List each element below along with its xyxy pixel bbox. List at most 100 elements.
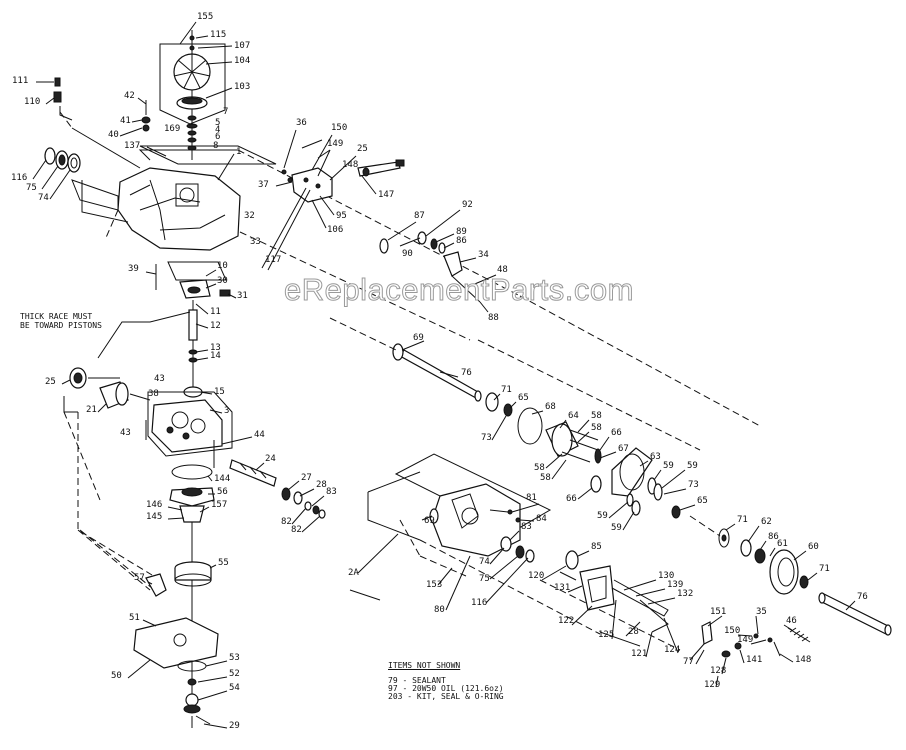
callout-131: 131: [554, 583, 570, 593]
callout-116: 116: [471, 598, 487, 608]
callout-76: 76: [857, 592, 868, 602]
callout-15: 15: [214, 387, 225, 397]
callout-13: 13: [210, 343, 221, 353]
callout-63: 63: [650, 452, 661, 462]
callout-66: 66: [566, 494, 577, 504]
thick-race-note-line: BE TOWARD PISTONS: [20, 321, 102, 330]
callout-64: 64: [568, 411, 579, 421]
callout-24: 24: [265, 454, 276, 464]
watermark-text: eReplacementParts.com: [284, 272, 634, 308]
callout-157: 157: [211, 500, 227, 510]
callout-86: 86: [456, 236, 467, 246]
callout-80: 80: [434, 605, 445, 615]
callout-6: 6: [215, 132, 220, 142]
callout-128: 128: [710, 666, 726, 676]
callout-65: 65: [518, 393, 529, 403]
callout-124: 124: [664, 645, 680, 655]
callout-10: 10: [217, 261, 228, 271]
dashed-guides-left: [63, 311, 191, 591]
long-shaft-upper: [329, 317, 482, 402]
callout-59: 59: [663, 461, 674, 471]
callout-58: 58: [591, 423, 602, 433]
callout-132: 132: [677, 589, 693, 599]
callout-30: 30: [217, 276, 228, 286]
callout-86: 86: [768, 532, 779, 542]
callout-43: 43: [120, 428, 131, 438]
dashed-boundaries-upper: [81, 149, 761, 451]
callout-25: 25: [45, 377, 56, 387]
callout-29: 29: [229, 721, 240, 731]
items-not-shown-line: 203 - KIT, SEAL & O-RING: [388, 692, 504, 701]
callout-148: 148: [342, 160, 358, 170]
callout-84: 84: [536, 514, 547, 524]
callout-146: 146: [146, 500, 162, 510]
callout-53: 53: [229, 653, 240, 663]
callout-1: 1: [236, 147, 241, 157]
lower-center-column: [133, 464, 219, 728]
callout-85: 85: [591, 542, 602, 552]
callout-31: 31: [237, 291, 248, 301]
callout-4: 4: [215, 125, 220, 135]
callout-73: 73: [481, 433, 492, 443]
callout-37: 37: [258, 180, 269, 190]
callout-58: 58: [540, 473, 551, 483]
callout-50: 50: [111, 671, 122, 681]
callout-59: 59: [597, 511, 608, 521]
callout-55: 55: [218, 558, 229, 568]
lower-right-plate: [419, 539, 681, 651]
right-axle-assembly: [689, 515, 892, 636]
callout-56: 56: [217, 487, 228, 497]
callout-42: 42: [124, 91, 135, 101]
callout-46: 46: [786, 616, 797, 626]
callout-110: 110: [24, 97, 40, 107]
callout-88: 88: [488, 313, 499, 323]
callout-103: 103: [234, 82, 250, 92]
callout-125: 125: [598, 630, 614, 640]
callout-35: 35: [756, 607, 767, 617]
thick-race-note-line: THICK RACE MUST: [20, 312, 93, 321]
linkage-parts: [379, 231, 481, 303]
callout-11: 11: [210, 307, 221, 317]
callout-104: 104: [234, 56, 250, 66]
callout-36: 36: [296, 118, 307, 128]
callout-147: 147: [378, 190, 394, 200]
callout-149: 149: [327, 139, 343, 149]
callout-51: 51: [129, 613, 140, 623]
callout-137: 137: [124, 141, 140, 151]
callout-121: 121: [631, 649, 647, 659]
callout-130: 130: [658, 571, 674, 581]
callout-145: 145: [146, 512, 162, 522]
callout-75: 75: [26, 183, 37, 193]
callout-75: 75: [479, 574, 490, 584]
callout-62: 62: [761, 517, 772, 527]
callout-73: 73: [688, 480, 699, 490]
lower-right-small-parts: [689, 621, 811, 661]
main-housing: [59, 111, 277, 251]
callout-57: 57: [134, 573, 145, 583]
callout-14: 14: [210, 351, 221, 361]
left-bearing-stack: [44, 147, 81, 173]
callout-32: 32: [244, 211, 255, 221]
callout-59: 59: [611, 523, 622, 533]
callout-92: 92: [462, 200, 473, 210]
callout-59: 59: [687, 461, 698, 471]
callout-28: 28: [316, 480, 327, 490]
items-not-shown-line: 97 - 20W50 OIL (121.6oz): [388, 684, 504, 693]
callout-68: 68: [545, 402, 556, 412]
callout-34: 34: [478, 250, 489, 260]
callout-150: 150: [331, 123, 347, 133]
callout-169: 169: [164, 124, 180, 134]
callout-69: 69: [424, 516, 435, 526]
callout-82: 82: [281, 517, 292, 527]
callout-87: 87: [414, 211, 425, 221]
callout-71: 71: [501, 385, 512, 395]
callout-58: 58: [534, 463, 545, 473]
lower-housing: [349, 453, 552, 601]
thick-race-note: THICK RACE MUST BE TOWARD PISTONS: [20, 312, 102, 330]
callout-141: 141: [746, 655, 762, 665]
callout-81: 81: [526, 493, 537, 503]
left-rollers: [69, 367, 151, 409]
callout-83: 83: [326, 487, 337, 497]
